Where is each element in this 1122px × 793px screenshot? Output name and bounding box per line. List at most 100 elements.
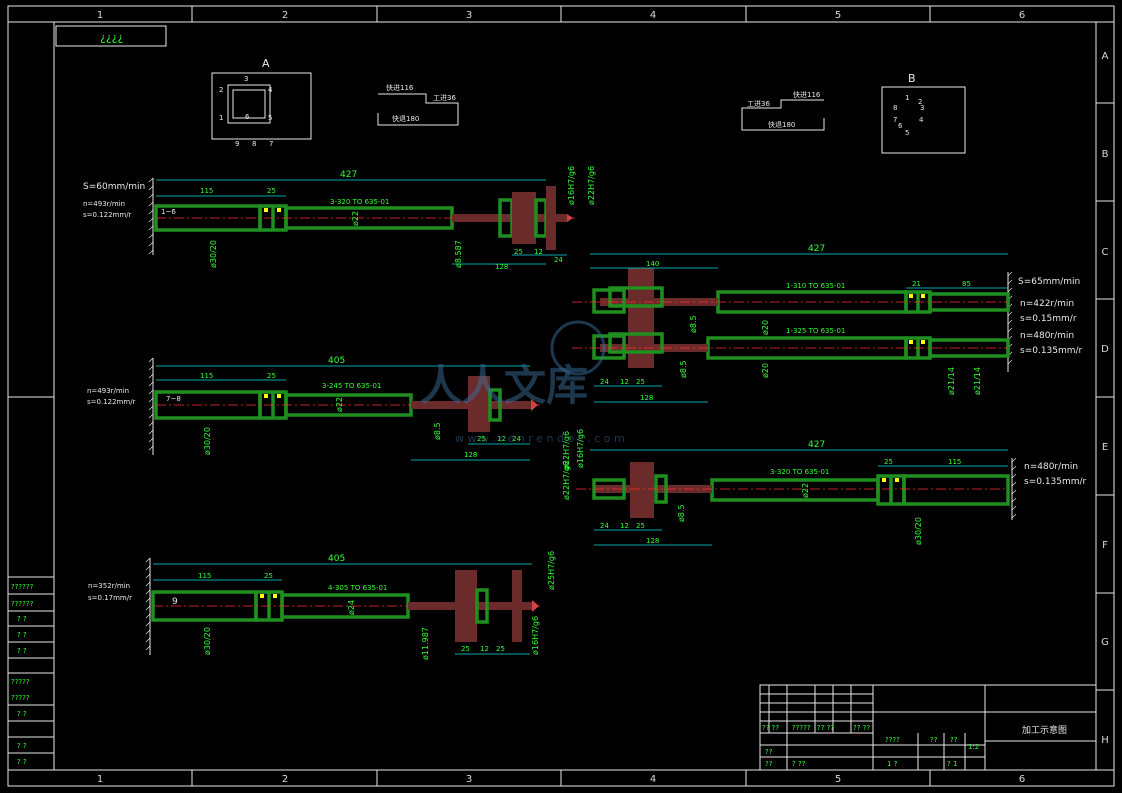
dia-label: ø20: [761, 363, 770, 378]
point-label: 7: [893, 116, 897, 124]
row-label: B: [1102, 149, 1109, 160]
tool-assembly-3: n=352r/min s=0.17mm/r 4-305 TO 635-01 9 …: [88, 551, 556, 660]
point-label: 2: [918, 98, 922, 106]
dim-label: 25: [461, 645, 470, 653]
dim-label: 405: [328, 356, 345, 366]
feed-per-rev-label: s=0.135mm/r: [1020, 346, 1083, 356]
dim-label: 25: [477, 435, 486, 443]
spindle-speed-label: n=480r/min: [1024, 462, 1078, 472]
dim-label: 85: [962, 280, 971, 288]
row-label: C: [1102, 247, 1109, 258]
dia-label: ø24: [347, 600, 356, 615]
detail-b-label: B: [908, 72, 916, 85]
dim-label: 21: [912, 280, 921, 288]
dia-label: ø8.587: [454, 240, 463, 268]
point-label: 4: [268, 86, 273, 94]
dim-label: 25: [264, 572, 273, 580]
cycle-label: 快退180: [768, 120, 795, 129]
tool-code: 1-310 TO 635-01: [786, 282, 845, 290]
point-label: 6: [245, 113, 250, 121]
feed-per-rev-label: s=0.122mm/r: [83, 211, 132, 219]
point-label: 1: [905, 94, 909, 102]
row-label: D: [1101, 344, 1109, 355]
tool-assembly-5: n=480r/min s=0.135mm/r 3-320 TO 635-01 4…: [562, 429, 1087, 546]
col-label: 2: [282, 774, 288, 785]
col-label: 4: [650, 10, 656, 21]
drawing-title: 加工示意图: [1022, 724, 1067, 736]
dia-label: ø8.5: [677, 504, 686, 522]
dim-label: 24: [600, 522, 609, 530]
title-cell: ?? ??: [853, 724, 870, 732]
point-label: 6: [898, 122, 903, 130]
detail-b: B 1 2 3 4 5 6 7 8: [881, 72, 966, 154]
col-label: 3: [466, 10, 472, 21]
title-cell: ??: [765, 760, 773, 768]
dim-label: 25: [267, 372, 276, 380]
dim-label: 405: [328, 554, 345, 564]
dim-label: 12: [497, 435, 506, 443]
dia-label: ø16H7/g6: [576, 429, 585, 468]
revision-cell: ?????: [11, 678, 30, 686]
tool-code: 3-320 TO 635-01: [330, 198, 389, 206]
dim-label: 12: [620, 522, 629, 530]
detail-a: A 3 2 4 1 6 5 9 8 7: [211, 57, 312, 148]
title-cell: ??: [765, 748, 773, 756]
title-cell: ?????: [792, 724, 811, 732]
col-label: 5: [835, 10, 841, 21]
point-label: 1: [219, 114, 223, 122]
tool-assembly-1: S=60mm/min n=493r/min s=0.122mm/r 3-320 …: [83, 166, 596, 271]
dia-label: ø25H7/g6: [547, 551, 556, 590]
tool-assembly-2: n=493r/min s=0.122mm/r 3-245 TO 635-01 7…: [87, 356, 571, 470]
dia-label: ø8.5: [433, 422, 442, 440]
col-label: 1: [97, 774, 103, 785]
cycle-diagram-a: 快进116 工进36 快退180: [377, 83, 459, 126]
point-label: 9: [235, 140, 239, 148]
corner-stamp: ¿¿¿¿: [100, 31, 124, 44]
revision-cell: ? ?: [17, 647, 27, 655]
dia-label: ø22H7/g6: [562, 431, 571, 470]
cycle-diagram-b: 快进116 工进36 快退180: [741, 90, 825, 131]
revision-cell: ? ?: [17, 710, 27, 718]
dia-label: ø30/20: [209, 240, 218, 268]
revision-cell: ? ?: [17, 758, 27, 766]
title-cell: ?? ??: [762, 724, 779, 732]
watermark: 人人文库 w w w . r e n r e n d o c . c o m: [420, 320, 625, 445]
title-cell: ????: [885, 736, 900, 744]
feed-per-rev-label: s=0.122mm/r: [87, 398, 136, 406]
tool-code: 4-305 TO 635-01: [328, 584, 387, 592]
spindle-speed-label: n=480r/min: [1020, 331, 1074, 341]
revision-cell: ??????: [11, 583, 34, 591]
point-label: 5: [268, 114, 272, 122]
dim-label: 128: [464, 451, 477, 459]
dia-label: ø16H7/g6: [567, 166, 576, 205]
dim-label: 25: [636, 378, 645, 386]
spindle-speed-label: n=493r/min: [83, 200, 125, 208]
dim-label: 12: [620, 378, 629, 386]
row-label: H: [1101, 735, 1109, 746]
dia-label: ø30/20: [203, 627, 212, 655]
point-label: 4: [919, 116, 924, 124]
revision-table: ?????? ?????? ? ? ? ? ? ? ????? ????? ? …: [7, 576, 55, 771]
dim-label: 427: [808, 244, 825, 254]
revision-cell: ? ?: [17, 615, 27, 623]
cycle-label: 快退180: [392, 114, 419, 123]
tool-code: 3-245 TO 635-01: [322, 382, 381, 390]
col-label: 4: [650, 774, 656, 785]
row-label: A: [1102, 51, 1109, 62]
dia-label: ø21/14: [947, 367, 956, 395]
title-cell: ? 1: [947, 760, 957, 768]
point-label: 2: [219, 86, 223, 94]
revision-cell: ? ?: [17, 742, 27, 750]
spindle-speed-label: n=493r/min: [87, 387, 129, 395]
detail-a-label: A: [262, 57, 270, 70]
dia-label: ø22: [335, 397, 344, 412]
dia-label: ø16H7/g6: [531, 616, 540, 655]
dia-label: ø22: [801, 483, 810, 498]
spindle-speed-label: n=422r/min: [1020, 299, 1074, 309]
tool-code: 3-320 TO 635-01: [770, 468, 829, 476]
dia-label: ø8.5: [679, 360, 688, 378]
dim-label: 12: [534, 248, 543, 256]
watermark-brand: 人人文库: [420, 361, 588, 410]
feed-per-rev-label: s=0.135mm/r: [1024, 477, 1087, 487]
